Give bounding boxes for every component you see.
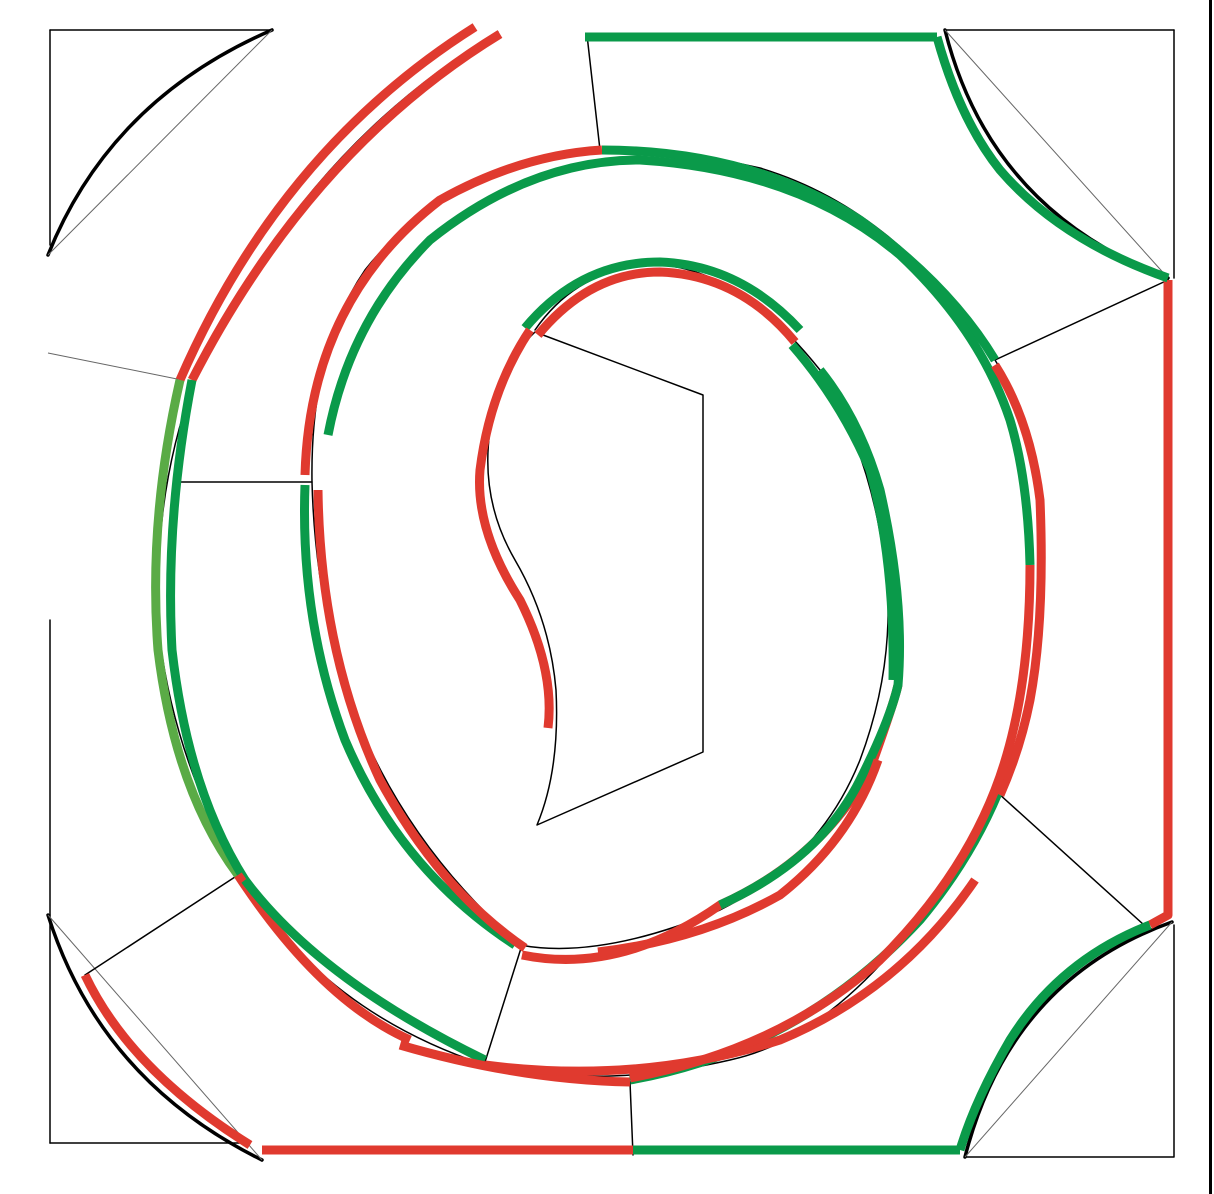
inner-arm-green-right xyxy=(788,342,898,681)
corner-red-bottom-left xyxy=(80,973,253,1149)
spiral-middle-arm xyxy=(300,145,1046,1083)
inner-region xyxy=(487,331,704,826)
spiral-inner-arm xyxy=(475,257,898,729)
middle-arm-red-right xyxy=(991,362,1046,797)
corner-green-bottom-right xyxy=(955,920,1152,1152)
chord-bottom-left xyxy=(47,914,263,1161)
middle-arm-red-upperleft xyxy=(300,145,603,476)
middle-arm-red-bottom xyxy=(521,684,903,964)
spoke-right-lower xyxy=(997,792,1145,926)
middle-arm-green-inner-right xyxy=(718,367,905,910)
connector-lines xyxy=(47,34,1169,1156)
middle-arm-green-right xyxy=(323,155,1035,566)
middle-arm-green-top xyxy=(601,145,999,363)
spiral-outer-arm xyxy=(151,23,1003,1087)
inner-arm-green-top xyxy=(521,257,804,334)
outer-boundary xyxy=(49,29,1175,1158)
spoke-bottom-inner xyxy=(484,944,523,1063)
inner-d-shape xyxy=(487,331,704,826)
right-edge-red xyxy=(1147,280,1173,929)
spoke-right-upper xyxy=(994,279,1169,361)
corner-arc-bottom-right xyxy=(963,920,1174,1159)
outer-arm-red-lowerleft xyxy=(234,872,412,1045)
corner-arc-bottom-left xyxy=(46,913,264,1162)
chord-top-right xyxy=(944,29,1169,279)
corner-green-top-right xyxy=(932,35,1170,283)
spoke-top xyxy=(586,34,601,151)
spoke-left-lower xyxy=(84,874,239,976)
spoke-bottom-outer xyxy=(629,1081,634,1156)
right-edge-bottom xyxy=(964,924,1175,1158)
spoke-left-upper xyxy=(47,352,183,381)
inner-arm-red-tail xyxy=(475,327,554,729)
inner-arm-red-top xyxy=(534,267,799,345)
right-and-bottom-edges xyxy=(80,32,1173,1155)
outer-arm-red-top xyxy=(175,23,478,382)
outer-arm-lightgreen-left xyxy=(151,378,242,878)
outer-arm-red-bottom xyxy=(398,1040,631,1087)
middle-arm-green-left xyxy=(300,484,518,949)
chord-top-left xyxy=(47,29,273,256)
chord-bottom-right xyxy=(964,921,1173,1158)
corner-arc-top-left xyxy=(46,28,274,257)
right-border-bar xyxy=(1209,0,1212,1194)
corner-arcs xyxy=(46,28,1174,1162)
